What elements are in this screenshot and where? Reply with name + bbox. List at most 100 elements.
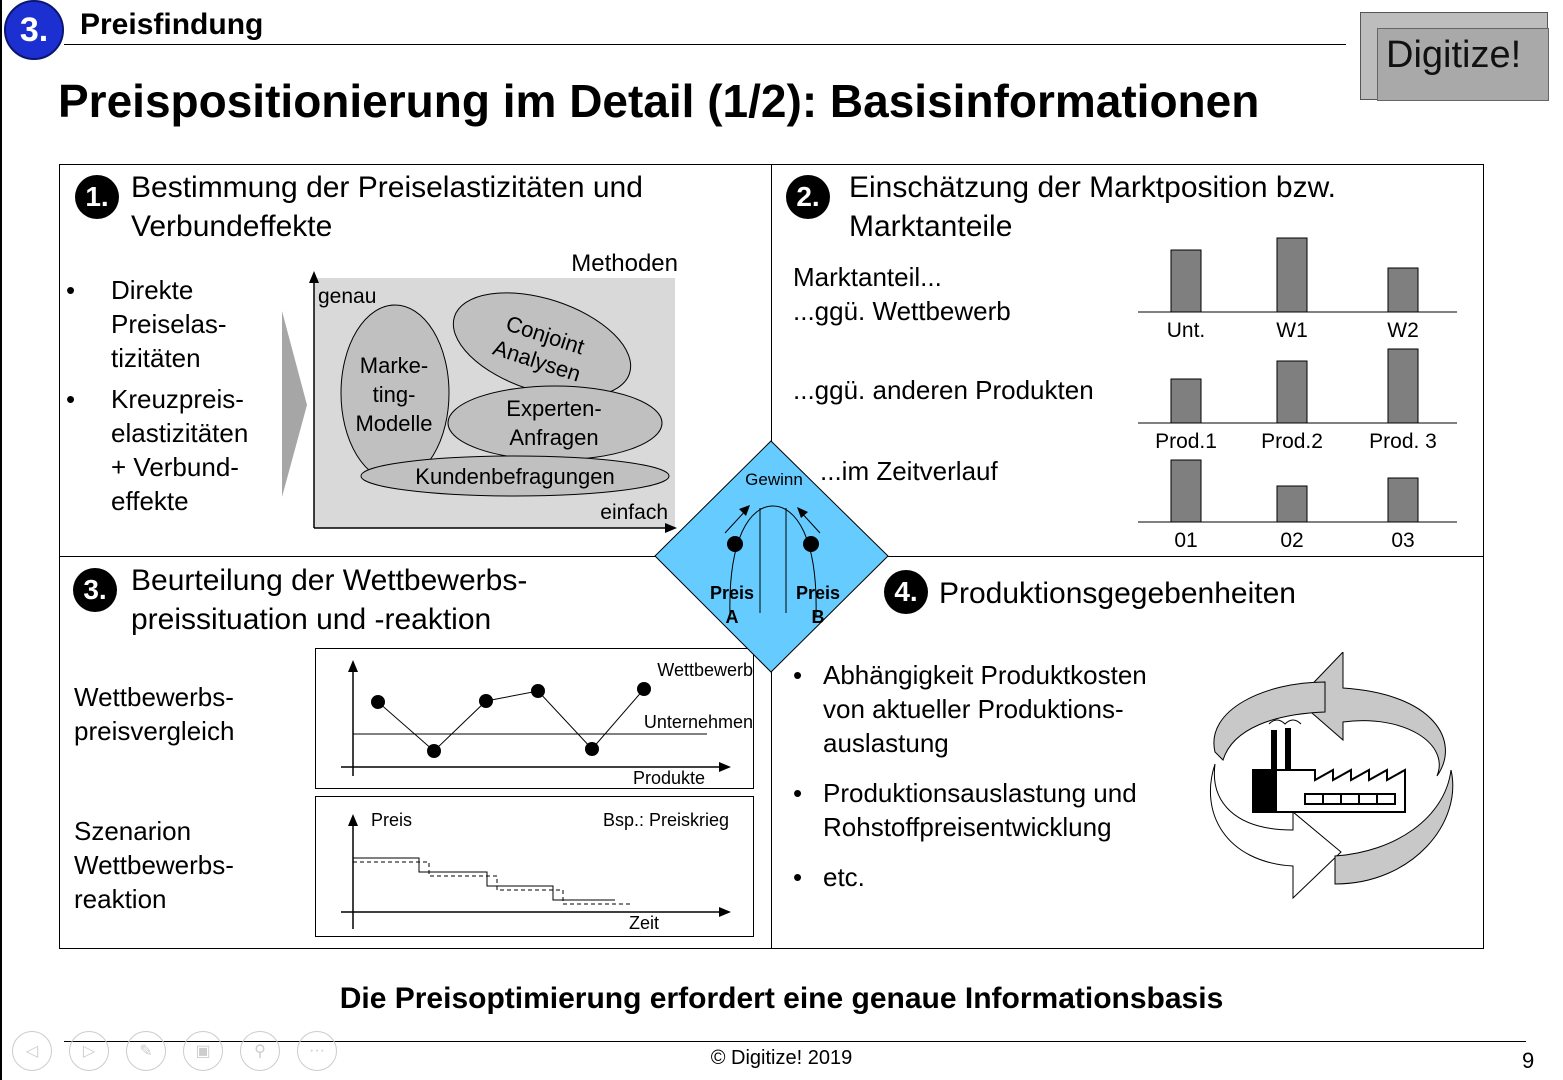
section-number-badge: 3. xyxy=(4,0,64,60)
chart2-preis-label: Preis xyxy=(371,810,412,830)
price-b-point xyxy=(803,536,819,552)
ellipse-customer-surveys xyxy=(360,455,670,497)
bar-chart-3-label: 02 xyxy=(1280,529,1303,552)
label-wettbewerbspreisvergleich: Wettbewerbs-preisvergleich xyxy=(74,682,235,746)
ellipse-kunden-label: Kundenbefragungen xyxy=(415,464,614,489)
ellipse-marketing-line3: Modelle xyxy=(355,411,432,436)
competitor-point xyxy=(637,682,651,696)
bar-chart-1-bar xyxy=(1387,267,1419,313)
chimney-icon xyxy=(1285,728,1291,770)
ellipse-marketing-line1: Marke- xyxy=(360,353,428,378)
bar-chart-1-label: Unt. xyxy=(1167,319,1206,342)
q2-title-line2: Marktanteile xyxy=(849,210,1013,243)
chart2-bsp-label: Bsp.: Preiskrieg xyxy=(603,810,729,830)
q1-bullet-dot-1: • xyxy=(66,275,76,305)
bar-chart-3-bar xyxy=(1276,485,1308,523)
bar-chart-2-bar xyxy=(1276,360,1308,424)
smoke-icon xyxy=(1268,719,1302,725)
bar-chart-3-bar xyxy=(1387,477,1419,523)
bar-chart-1-bar xyxy=(1170,249,1202,313)
q1-title-line1: Bestimmung der Preiselastizitäten und xyxy=(131,171,643,204)
q1-number-badge: 1. xyxy=(75,175,119,219)
section-title: Preisfindung xyxy=(80,8,264,41)
x-axis-label: einfach xyxy=(600,501,668,524)
chart1-frame xyxy=(315,648,754,789)
bar-chart-1-label: W1 xyxy=(1276,319,1308,342)
competitor-point xyxy=(585,742,599,756)
competitive-price-comparison-chart: Wettbewerb Unternehmen Produkte xyxy=(315,648,754,789)
profit-price-diamond: Gewinn Preis A Preis B xyxy=(654,440,889,673)
preis-b-line1: Preis xyxy=(796,583,840,603)
cycle-arrow-top-icon xyxy=(1296,652,1446,777)
logo: Digitize! xyxy=(1386,34,1522,76)
logo-background xyxy=(1377,28,1549,101)
footer-divider xyxy=(64,1041,1526,1042)
chart2-x-arrowhead xyxy=(719,907,731,917)
chart2-zeit-label: Zeit xyxy=(629,913,659,933)
factory-cycle-icon xyxy=(1210,652,1454,900)
q4-number-badge: 4. xyxy=(884,570,928,614)
page-title: Preispositionierung im Detail (1/2): Bas… xyxy=(58,75,1260,127)
bar-chart-3-label: 03 xyxy=(1391,529,1414,552)
q4-bullet-3: etc. xyxy=(823,862,865,892)
cycle-arrow-bottom-icon xyxy=(1210,763,1342,900)
bar-chart-1-label: W2 xyxy=(1387,319,1419,342)
curve-arrowhead-right xyxy=(797,507,808,518)
chart1-unternehmen-label: Unternehmen xyxy=(644,712,753,732)
label-ggu-wettbewerb: ...ggü. Wettbewerb xyxy=(793,296,1011,326)
q4-bullet-dot-1: • xyxy=(793,660,803,690)
chart1-produkte-label: Produkte xyxy=(633,768,705,788)
bar-chart-3-bar xyxy=(1170,459,1202,523)
q3-number-badge: 3. xyxy=(73,568,117,612)
competitor-price-line xyxy=(377,688,645,752)
bar-chart-2-bar xyxy=(1387,348,1419,424)
own-price-step-line xyxy=(353,857,615,901)
competitor-point xyxy=(531,684,545,698)
prev-icon: ◁ xyxy=(25,1043,39,1060)
ellipse-marketing-line2: ting- xyxy=(373,382,416,407)
competitor-point xyxy=(371,695,385,709)
y-axis-arrowhead xyxy=(309,271,319,283)
ellipse-experten-line2: Anfragen xyxy=(509,425,598,450)
label-zeitverlauf: ...im Zeitverlauf xyxy=(820,456,998,486)
panel-q4 xyxy=(771,556,1484,949)
preis-a-line2: A xyxy=(726,607,739,627)
q1-bullet-2: Kreuzpreis-elastizitäten+ Verbund-effekt… xyxy=(111,384,249,516)
more-options-button[interactable]: ··· xyxy=(297,1031,337,1071)
profit-curve xyxy=(729,505,817,617)
next-icon: ▷ xyxy=(82,1043,96,1060)
slides-button[interactable]: ▣ xyxy=(183,1031,223,1071)
footer-message: Die Preisoptimierung erfordert eine gena… xyxy=(339,982,1224,1015)
bar-chart-2-label: Prod. 3 xyxy=(1369,430,1437,453)
bar-chart-1-bar xyxy=(1276,237,1308,313)
curve-arrowhead-left xyxy=(739,505,750,516)
methods-label: Methoden xyxy=(571,250,678,277)
chart2-y-arrowhead xyxy=(348,814,358,826)
zoom-button[interactable]: ⚲ xyxy=(240,1031,280,1071)
q3-title-line1: Beurteilung der Wettbewerbs- xyxy=(131,564,528,597)
left-border xyxy=(0,0,2,1080)
cycle-arrow-right-bottom-icon xyxy=(1334,769,1454,885)
bar-chart-3-label: 01 xyxy=(1174,529,1197,552)
next-slide-button[interactable]: ▷ xyxy=(69,1031,109,1071)
more-icon: ··· xyxy=(309,1042,325,1059)
bar-chart-2-label: Prod.1 xyxy=(1155,430,1217,453)
cycle-arrow-left-top-icon xyxy=(1213,681,1326,761)
page-number: 9 xyxy=(1522,1048,1535,1073)
copyright: © Digitize! 2019 xyxy=(710,1047,853,1069)
chart2-frame xyxy=(315,796,754,937)
gewinn-label: Gewinn xyxy=(745,470,803,489)
preis-b-line2: B xyxy=(812,607,825,627)
pen-button[interactable]: ✎ xyxy=(126,1031,166,1071)
prev-slide-button[interactable]: ◁ xyxy=(12,1031,52,1071)
chart1-x-arrowhead xyxy=(719,762,731,772)
q2-title-line1: Einschätzung der Marktposition bzw. xyxy=(849,171,1336,204)
x-axis-arrowhead xyxy=(665,523,677,533)
pen-icon: ✎ xyxy=(139,1043,153,1060)
bar-chart-2-label: Prod.2 xyxy=(1261,430,1323,453)
